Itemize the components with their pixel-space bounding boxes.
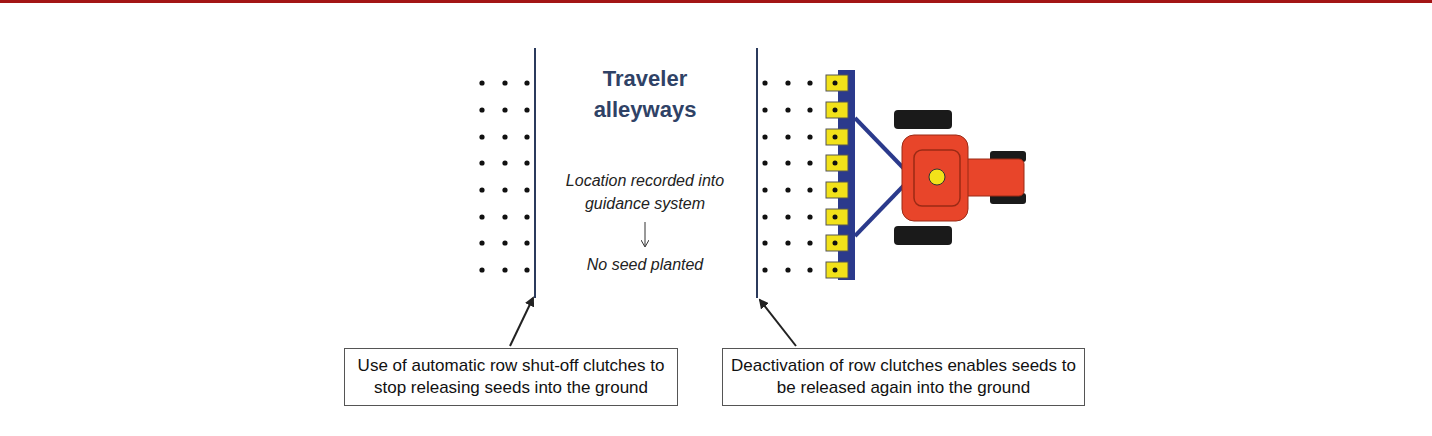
seed-dot	[785, 267, 790, 272]
seed-dot	[502, 160, 507, 165]
flow-arrow	[645, 222, 646, 246]
row-unit	[826, 209, 848, 225]
leader-arrow	[760, 300, 796, 346]
row-unit	[826, 155, 848, 171]
seed-dot	[785, 160, 790, 165]
row-unit	[826, 129, 848, 145]
seed-dot	[762, 240, 767, 245]
note-box: Use of automatic row shut-off clutches t…	[344, 348, 678, 406]
row-unit-dot	[833, 81, 838, 86]
seed-dot	[479, 267, 484, 272]
seed-dot	[785, 107, 790, 112]
seed-dot	[502, 187, 507, 192]
seed-dot	[524, 214, 529, 219]
seed-dot	[524, 107, 529, 112]
row-unit	[826, 102, 848, 118]
seed-dot	[502, 107, 507, 112]
box-text: Use of automatic row shut-off clutches t…	[353, 355, 669, 399]
alley-edge-line	[534, 48, 536, 298]
row-unit-dot	[833, 161, 838, 166]
seed-dot	[807, 187, 812, 192]
seed-dot	[807, 160, 812, 165]
seed-dot	[762, 107, 767, 112]
seed-dot	[479, 160, 484, 165]
leader-arrow	[510, 298, 533, 346]
seed-dot	[762, 214, 767, 219]
seed-dot	[479, 134, 484, 139]
note-box: Deactivation of row clutches enables see…	[722, 348, 1085, 406]
seed-dot	[807, 214, 812, 219]
seed-dot	[762, 160, 767, 165]
seed-dot	[502, 80, 507, 85]
top-bar	[0, 0, 1432, 3]
row-unit	[826, 235, 848, 251]
row-unit-dot	[833, 268, 838, 273]
row-unit-dot	[833, 188, 838, 193]
seed-dot	[524, 80, 529, 85]
seed-dot	[785, 80, 790, 85]
seed-dot	[785, 187, 790, 192]
seed-dot	[479, 80, 484, 85]
seed-dot	[524, 267, 529, 272]
seed-dot	[762, 134, 767, 139]
seed-dot	[524, 240, 529, 245]
alley-edge-line	[756, 48, 758, 298]
seed-dot	[807, 107, 812, 112]
seed-dot	[762, 187, 767, 192]
row-unit	[826, 262, 848, 278]
seed-dot	[479, 187, 484, 192]
seed-dot	[807, 134, 812, 139]
seed-dot	[479, 240, 484, 245]
seed-dot	[807, 240, 812, 245]
seed-dot	[807, 267, 812, 272]
seed-dot	[502, 214, 507, 219]
seed-dot	[502, 134, 507, 139]
seed-dot	[479, 107, 484, 112]
row-unit-dot	[833, 241, 838, 246]
seed-dot	[762, 267, 767, 272]
box-text: Deactivation of row clutches enables see…	[731, 355, 1076, 399]
row-unit-dot	[833, 108, 838, 113]
seed-dot	[785, 134, 790, 139]
row-unit-dot	[833, 135, 838, 140]
seed-dot	[524, 134, 529, 139]
seed-dot	[762, 80, 767, 85]
planter-tractor	[826, 70, 1026, 280]
seed-dot	[524, 187, 529, 192]
annotation-text: Location recorded into guidance system	[540, 169, 750, 215]
seed-dot	[502, 267, 507, 272]
row-unit-dot	[833, 215, 838, 220]
seed-dot	[479, 214, 484, 219]
seed-dot	[502, 240, 507, 245]
seed-dot	[785, 240, 790, 245]
seed-dot	[524, 160, 529, 165]
seed-dot	[785, 214, 790, 219]
annotation-text: No seed planted	[540, 254, 750, 276]
row-unit	[826, 182, 848, 198]
seed-dot	[807, 80, 812, 85]
row-unit	[826, 75, 848, 91]
region-title: Traveler alleyways	[570, 63, 720, 125]
